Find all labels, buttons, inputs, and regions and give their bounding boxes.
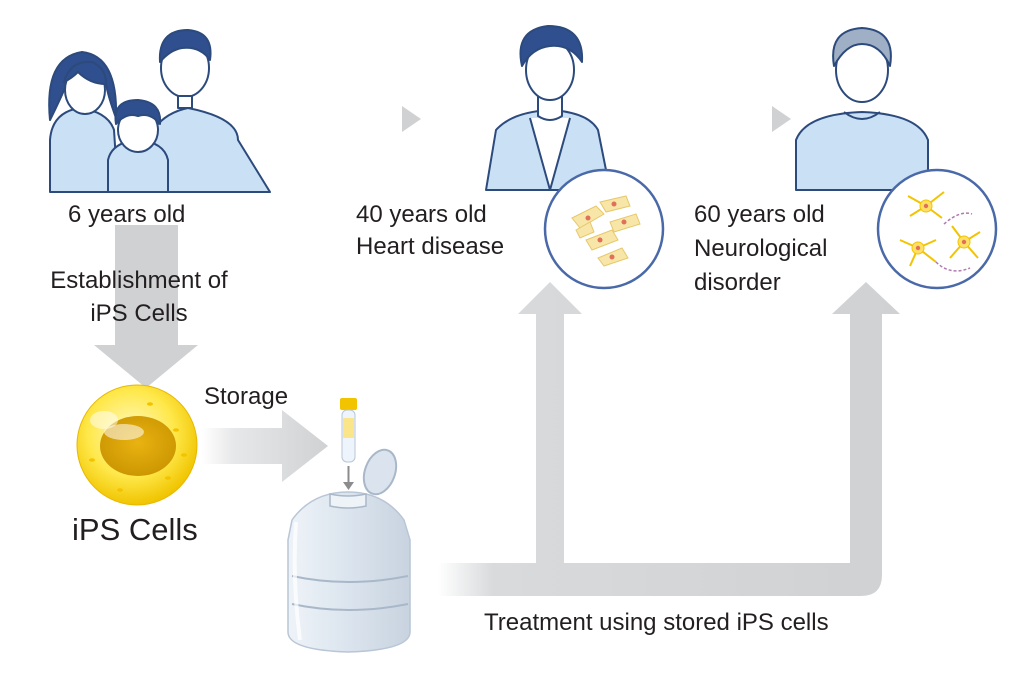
- establishment-label-line2: iPS Cells: [90, 300, 188, 327]
- family-illustration: [48, 29, 271, 193]
- stage-label-40-years: 40 years old: [356, 201, 487, 228]
- treatment-pathway-arrow: [438, 282, 900, 596]
- stage-label-60-years: 60 years old: [694, 201, 825, 228]
- stage-label-6-years: 6 years old: [68, 201, 186, 228]
- test-tube-icon: [340, 398, 357, 490]
- storage-arrow: [202, 410, 328, 482]
- play-triangle-icon: [402, 106, 421, 132]
- elderly-man-illustration: [795, 27, 929, 191]
- establishment-label-line1: Establishment of: [50, 267, 228, 294]
- condition-neurological-line1: Neurological: [694, 235, 828, 262]
- cryo-tank-icon: [287, 448, 411, 653]
- ips-cell-illustration: [76, 384, 198, 506]
- neuron-cells-icon: [876, 168, 998, 290]
- storage-label: Storage: [204, 383, 289, 410]
- ips-cells-label: iPS Cells: [72, 512, 198, 547]
- treatment-label: Treatment using stored iPS cells: [484, 609, 829, 636]
- condition-neurological-line2: disorder: [694, 269, 781, 296]
- play-triangle-icon: [772, 106, 791, 132]
- condition-heart-disease: Heart disease: [356, 233, 505, 260]
- establishment-arrow: [94, 225, 198, 388]
- adult-man-illustration: [485, 25, 611, 191]
- heart-muscle-cells-icon: [543, 168, 665, 290]
